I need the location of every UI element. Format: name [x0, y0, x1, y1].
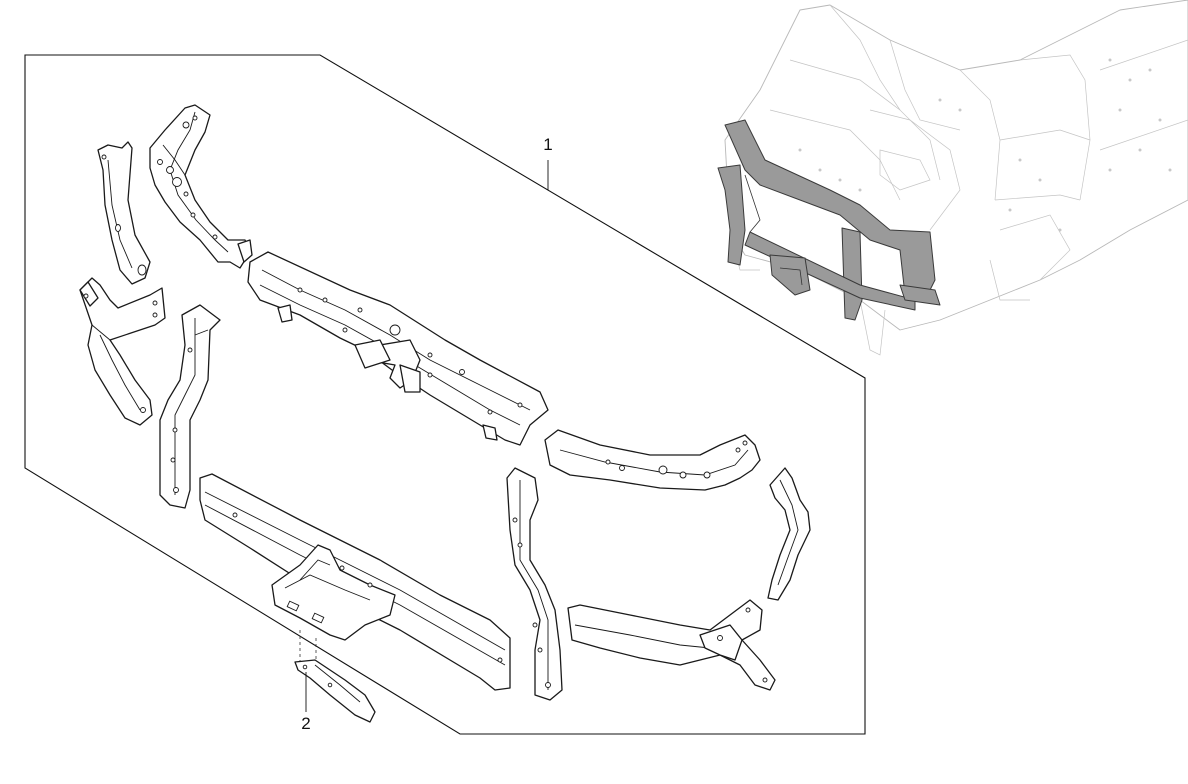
callout-assembly: 1: [543, 135, 553, 190]
vehicle-body-context: [724, 0, 1188, 356]
part-right-lower-bracket: [567, 599, 776, 691]
part-upper-right-arm: [544, 429, 761, 491]
part-left-vertical-pillar: [159, 304, 221, 509]
part-lower-crossmember: [199, 473, 511, 691]
part-right-vertical-pillar: [506, 467, 563, 701]
callout-assembly-number: 1: [543, 135, 552, 154]
callout-bracket: 2: [301, 672, 311, 733]
part-left-lower-bracket: [79, 277, 166, 426]
kit-boundary-frame: [24, 54, 866, 735]
part-upper-left-arm: [149, 104, 253, 269]
part-upper-crossmember: [247, 251, 549, 446]
part-small-lower-bracket: [294, 630, 376, 723]
installed-front-module-highlight: [717, 119, 941, 321]
part-right-outer-bracket: [767, 467, 811, 601]
callout-bracket-number: 2: [301, 714, 310, 733]
part-left-outer-bracket: [97, 141, 151, 285]
